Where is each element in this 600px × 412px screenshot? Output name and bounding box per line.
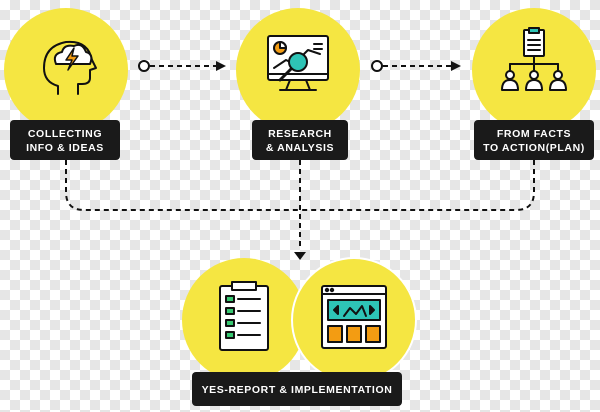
node-facts-label-line1: FROM FACTS xyxy=(497,128,571,140)
node-research-label-line1: RESEARCH xyxy=(268,128,332,140)
connector-collecting-down xyxy=(65,160,300,211)
node-report-label-bg xyxy=(192,372,402,406)
arrowhead-to-research xyxy=(216,61,226,71)
hierarchy-clipboard-icon xyxy=(501,27,567,91)
node-report: YES-REPORT & IMPLEMENTATION xyxy=(182,257,417,406)
node-collecting-label-bg xyxy=(10,120,120,160)
arrowhead-to-facts xyxy=(451,61,461,71)
node-collecting-circle xyxy=(4,8,128,132)
connector-start-dot-2 xyxy=(371,60,383,72)
node-collecting-label-line2: INFO & IDEAS xyxy=(26,142,104,154)
analytics-magnifier-icon xyxy=(267,35,329,91)
connector-start-dot-1 xyxy=(138,60,150,72)
connectors xyxy=(65,65,535,250)
checklist-icon xyxy=(219,281,269,351)
arrowhead-to-report xyxy=(294,252,306,260)
node-research-label-bg xyxy=(252,120,348,160)
node-collecting-label-line1: COLLECTING xyxy=(28,128,102,140)
node-collecting: COLLECTING INFO & IDEAS xyxy=(4,8,128,160)
node-facts-label-line2: TO ACTION(PLAN) xyxy=(483,142,585,154)
connector-facts-down xyxy=(300,160,535,211)
node-research: RESEARCH & ANALYSIS xyxy=(236,8,360,160)
node-report-label-line1: YES-REPORT & IMPLEMENTATION xyxy=(202,384,393,396)
web-layout-icon xyxy=(321,285,387,349)
node-facts: FROM FACTS TO ACTION(PLAN) xyxy=(472,8,596,160)
node-research-label-line2: & ANALYSIS xyxy=(266,142,334,154)
node-facts-label-bg xyxy=(474,120,594,160)
brain-lightning-icon xyxy=(43,40,97,95)
